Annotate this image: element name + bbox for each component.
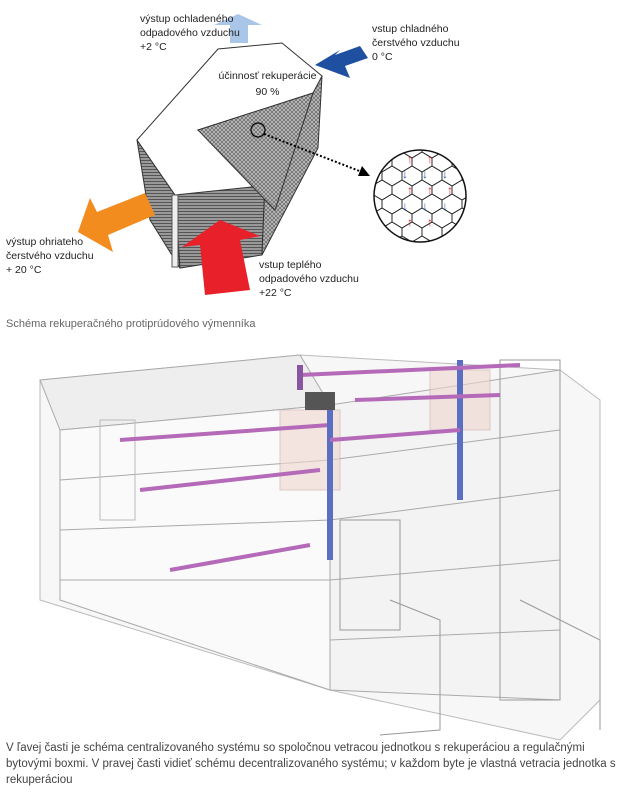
label-line: + 20 °C bbox=[6, 264, 42, 276]
mesh-detail: ↑↑↓↓↓↑↑↑↓↓↓↑↑ bbox=[342, 124, 512, 256]
mesh-cell bbox=[352, 180, 372, 200]
diagram-caption: Schéma rekuperačného protiprúdového výme… bbox=[6, 318, 256, 330]
label-line: +2 °C bbox=[140, 41, 167, 53]
mesh-cell bbox=[492, 124, 512, 144]
mesh-cell bbox=[482, 138, 502, 158]
exhaust-out-arrow bbox=[214, 14, 262, 43]
mesh-cell bbox=[342, 194, 362, 214]
central-ventilation-unit bbox=[305, 392, 335, 410]
label-line: čerstvého vzduchu bbox=[6, 250, 94, 262]
mesh-cell bbox=[352, 124, 372, 144]
label-line: 0 °C bbox=[372, 51, 393, 63]
warm-flow-arrow-icon: ↑ bbox=[447, 183, 453, 197]
mesh-cell bbox=[472, 180, 492, 200]
mesh-cell bbox=[412, 124, 432, 144]
mesh-cell bbox=[492, 152, 512, 172]
mesh-cell bbox=[352, 236, 372, 256]
label-fresh-in: vstup chladného čerstvého vzduchu 0 °C bbox=[372, 22, 460, 64]
label-line: +22 °C bbox=[259, 287, 292, 299]
exchanger-cutout-mesh bbox=[197, 92, 314, 211]
label-fresh-out: výstup ohriateho čerstvého vzduchu + 20 … bbox=[6, 235, 94, 277]
label-line: odpadového vzduchu bbox=[259, 273, 359, 285]
warm-flow-arrow-icon: ↑ bbox=[427, 183, 433, 197]
label-line: odpadového vzduchu bbox=[140, 27, 240, 39]
mesh-cell bbox=[374, 221, 383, 242]
warm-flow-arrow-icon: ↑ bbox=[407, 215, 413, 229]
mesh-cell bbox=[482, 194, 502, 214]
fresh-out-arrow bbox=[78, 193, 155, 252]
mesh-cell bbox=[472, 152, 492, 172]
mesh-cell bbox=[492, 236, 512, 256]
label-line: vstup chladného bbox=[372, 23, 449, 35]
warm-flow-arrow-icon: ↑ bbox=[407, 152, 413, 166]
mesh-cell bbox=[492, 180, 512, 200]
cold-flow-arrow-icon: ↓ bbox=[402, 167, 408, 181]
label-line: výstup ohriateho bbox=[6, 236, 84, 248]
label-line: vstup teplého bbox=[259, 259, 322, 271]
mesh-cell bbox=[432, 124, 452, 144]
mesh-cell bbox=[492, 208, 512, 228]
mesh-cell bbox=[352, 208, 372, 228]
mesh-cell bbox=[451, 235, 466, 242]
warm-flow-arrow-icon: ↑ bbox=[427, 215, 433, 229]
mesh-cell bbox=[482, 222, 502, 242]
mesh-cell bbox=[461, 221, 466, 242]
mesh-cell bbox=[372, 124, 392, 144]
mesh-cell bbox=[472, 236, 492, 256]
label-line: 90 % bbox=[255, 86, 280, 98]
ventilation-ducts bbox=[119, 360, 521, 572]
cold-flow-arrow-icon: ↓ bbox=[402, 199, 408, 213]
cold-flow-arrow-icon: ↓ bbox=[442, 199, 448, 213]
mesh-cell bbox=[461, 193, 466, 215]
label-efficiency: účinnosť rekuperácie 90 % bbox=[205, 68, 330, 100]
warm-flow-arrow-icon: ↑ bbox=[427, 152, 433, 166]
mesh-cell bbox=[374, 150, 383, 159]
label-exhaust-in: vstup teplého odpadového vzduchu +22 °C bbox=[259, 258, 359, 300]
cold-flow-arrow-icon: ↓ bbox=[422, 199, 428, 213]
cold-flow-arrow-icon: ↓ bbox=[442, 167, 448, 181]
label-exhaust-out: výstup ochladeného odpadového vzduchu +2… bbox=[140, 12, 240, 54]
mesh-cell bbox=[374, 235, 393, 242]
label-line: účinnosť rekuperácie bbox=[218, 70, 317, 82]
fresh-in-arrow bbox=[315, 46, 368, 78]
mesh-cell bbox=[472, 208, 492, 228]
mesh-cell bbox=[342, 138, 362, 158]
mesh-cell bbox=[342, 222, 362, 242]
mesh-cell bbox=[452, 124, 472, 144]
label-line: výstup ochladeného bbox=[140, 13, 234, 25]
mesh-cell bbox=[482, 166, 502, 186]
mesh-cell bbox=[461, 150, 466, 159]
mesh-cell bbox=[472, 124, 492, 144]
warm-flow-arrow-icon: ↑ bbox=[407, 183, 413, 197]
label-line: čerstvého vzduchu bbox=[372, 37, 460, 49]
cold-flow-arrow-icon: ↓ bbox=[422, 167, 428, 181]
exhaust-in-arrow bbox=[182, 220, 260, 295]
mesh-cell bbox=[392, 124, 412, 144]
building-caption: V ľavej časti je schéma centralizovaného… bbox=[6, 742, 616, 786]
mesh-cell bbox=[461, 165, 466, 187]
building-illustration bbox=[39, 354, 601, 741]
mesh-cell bbox=[441, 150, 463, 159]
